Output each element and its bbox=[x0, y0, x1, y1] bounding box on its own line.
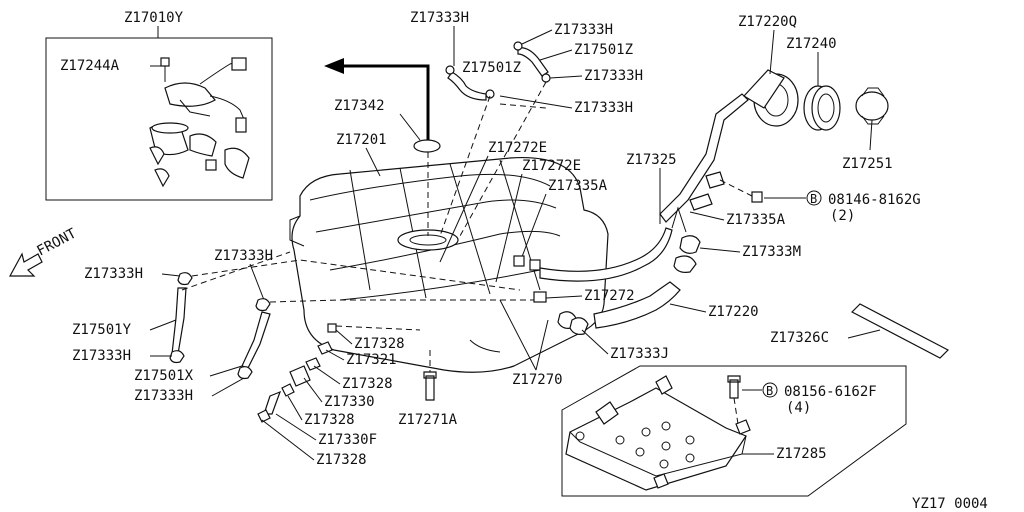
label-z17285: Z17285 bbox=[776, 446, 827, 462]
label-z17201: Z17201 bbox=[336, 132, 387, 148]
marker-b-2: B bbox=[766, 384, 773, 398]
label-z17328-1: Z17328 bbox=[354, 336, 405, 352]
filler-neck-z17220q bbox=[659, 69, 799, 233]
label-z17501y: Z17501Y bbox=[72, 322, 132, 338]
label-z17330: Z17330 bbox=[324, 394, 375, 410]
label-z17272e-2: Z17272E bbox=[522, 158, 581, 174]
fittings-chain bbox=[257, 323, 337, 423]
hose-z17501x bbox=[241, 311, 271, 369]
clamp-z17333j-b bbox=[569, 317, 589, 335]
label-z17251: Z17251 bbox=[842, 156, 893, 172]
label-z17220: Z17220 bbox=[708, 304, 759, 320]
label-z17501z-2: Z17501Z bbox=[574, 42, 633, 58]
label-z17501z-1: Z17501Z bbox=[462, 60, 521, 76]
bolt-marker-08146 bbox=[806, 190, 822, 206]
clamp-z17333h-7 bbox=[169, 350, 185, 364]
ring-z17240 bbox=[803, 85, 841, 131]
label-z17325: Z17325 bbox=[626, 152, 677, 168]
label-z17333h-8: Z17333H bbox=[134, 388, 193, 404]
figure-id: YZ17 0004 bbox=[912, 496, 988, 512]
hose-z17325 bbox=[539, 227, 673, 282]
label-z17326c: Z17326C bbox=[770, 330, 829, 346]
label-z17271a: Z17271A bbox=[398, 412, 458, 428]
clip-z17272 bbox=[533, 291, 547, 303]
bolt-08146 bbox=[751, 191, 763, 203]
label-z17270: Z17270 bbox=[512, 372, 563, 388]
label-z17328-2: Z17328 bbox=[342, 376, 393, 392]
label-z17321: Z17321 bbox=[346, 352, 397, 368]
clamp-z17333m-a bbox=[679, 235, 701, 254]
label-z17330f: Z17330F bbox=[318, 432, 377, 448]
hose-z17220 bbox=[593, 281, 681, 329]
bolt-z17271a bbox=[423, 371, 437, 401]
pad-z17342 bbox=[413, 139, 441, 153]
label-08156-qty: (4) bbox=[786, 400, 811, 416]
hose-z17501z-b bbox=[517, 47, 549, 77]
label-z17333h-7: Z17333H bbox=[72, 348, 131, 364]
clamp-z17333h-5 bbox=[177, 272, 193, 286]
label-z17333m: Z17333M bbox=[742, 244, 801, 260]
label-z17333j: Z17333J bbox=[610, 346, 669, 362]
label-08156: 08156-6162F bbox=[784, 384, 877, 400]
front-arrow bbox=[8, 252, 43, 277]
label-z17220q: Z17220Q bbox=[738, 14, 797, 30]
label-z17501x: Z17501X bbox=[134, 368, 194, 384]
label-front: FRONT bbox=[34, 225, 79, 259]
hose-z17501z-a bbox=[447, 71, 487, 101]
cap-z17251 bbox=[855, 87, 889, 125]
protector-z17285 bbox=[565, 375, 751, 491]
clamp-z17333m-b bbox=[673, 255, 697, 273]
protector-inset-box bbox=[561, 365, 907, 497]
label-z17335a-2: Z17335A bbox=[726, 212, 786, 228]
label-z17333h-1: Z17333H bbox=[410, 10, 469, 26]
fuel-tank bbox=[289, 156, 609, 373]
direction-arrowhead bbox=[324, 58, 344, 74]
label-z17335a-1: Z17335A bbox=[548, 178, 608, 194]
label-z17240: Z17240 bbox=[786, 36, 837, 52]
label-z17333h-6: Z17333H bbox=[214, 248, 273, 264]
pad-z17326c bbox=[850, 303, 950, 359]
label-08146-qty: (2) bbox=[830, 208, 855, 224]
label-z17333h-2: Z17333H bbox=[554, 22, 613, 38]
pump-inset-box bbox=[45, 37, 273, 201]
label-z17244a: Z17244A bbox=[60, 58, 120, 74]
label-z17333h-3: Z17333H bbox=[584, 68, 643, 84]
direction-arrow bbox=[340, 64, 430, 140]
label-08146: 08146-8162G bbox=[828, 192, 921, 208]
label-z17333h-5: Z17333H bbox=[84, 266, 143, 282]
label-z17010y: Z17010Y bbox=[124, 10, 184, 26]
clamp-z17333h-6 bbox=[255, 298, 271, 312]
marker-b-1: B bbox=[810, 192, 817, 206]
clamp-z17333h-8 bbox=[237, 366, 253, 380]
label-z17333h-4: Z17333H bbox=[574, 100, 633, 116]
bolt-marker-08156 bbox=[762, 382, 778, 398]
label-z17342: Z17342 bbox=[334, 98, 385, 114]
label-z17328-4: Z17328 bbox=[316, 452, 367, 468]
label-z17328-3: Z17328 bbox=[304, 412, 355, 428]
fuel-pump-assembly bbox=[149, 57, 250, 188]
bolt-08156 bbox=[727, 375, 741, 399]
label-z17272e-1: Z17272E bbox=[488, 140, 547, 156]
label-z17272: Z17272 bbox=[584, 288, 635, 304]
